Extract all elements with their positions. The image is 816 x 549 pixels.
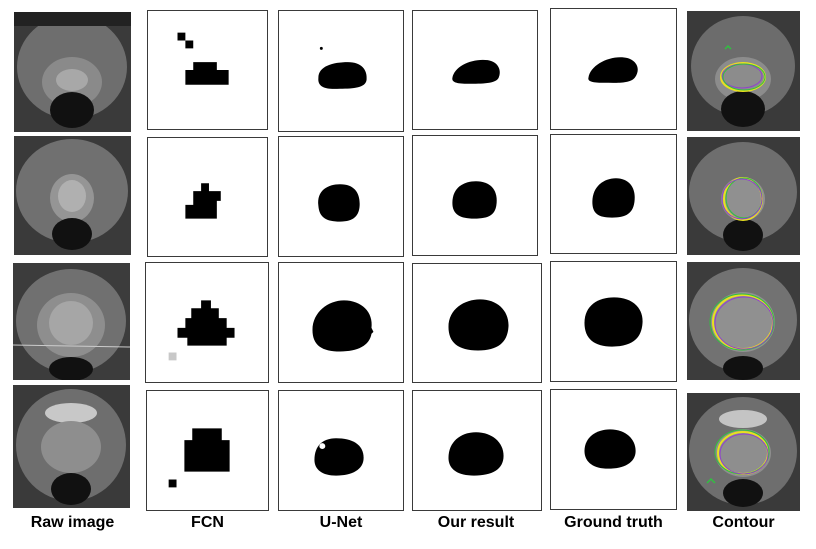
mri-slice xyxy=(13,385,130,508)
raw-image-row1 xyxy=(14,12,131,132)
unet-mask-row3 xyxy=(278,262,404,383)
ground-truth-mask-row2 xyxy=(550,134,677,254)
mri-slice xyxy=(14,12,131,132)
our-result-mask-row1 xyxy=(412,10,538,130)
mri-slice xyxy=(13,263,130,380)
segmentation-mask xyxy=(584,297,643,347)
raw-image-row3 xyxy=(13,263,130,380)
column-label-our-result: Our result xyxy=(437,514,515,531)
segmentation-mask xyxy=(168,428,230,488)
our-result-mask-row2 xyxy=(412,135,538,256)
segmentation-mask xyxy=(448,432,504,476)
contour-image-row4 xyxy=(687,393,800,511)
unet-mask-row1 xyxy=(278,10,404,132)
mri-contour-overlay xyxy=(687,11,800,131)
fcn-mask-row1 xyxy=(147,10,268,130)
segmentation-mask xyxy=(592,178,635,218)
column-label-raw-image: Raw image xyxy=(30,514,115,531)
column-label-unet: U-Net xyxy=(319,514,363,531)
unet-mask-row2 xyxy=(278,136,404,257)
segmentation-mask xyxy=(584,429,636,469)
segmentation-mask xyxy=(318,184,360,222)
segmentation-mask xyxy=(452,181,497,219)
contour-image-row2 xyxy=(687,137,800,255)
fcn-mask-row4 xyxy=(146,390,269,511)
segmentation-mask xyxy=(588,57,638,83)
mri-contour-overlay xyxy=(687,393,800,511)
raw-image-row4 xyxy=(13,385,130,508)
ground-truth-mask-row3 xyxy=(550,261,677,382)
fcn-mask-row3 xyxy=(145,262,269,383)
segmentation-mask xyxy=(448,299,509,351)
contour-image-row3 xyxy=(687,262,800,380)
segmentation-mask xyxy=(177,32,229,85)
segmentation-mask xyxy=(452,59,500,84)
our-result-mask-row3 xyxy=(412,263,542,383)
segmentation-mask xyxy=(185,183,221,219)
column-label-ground-truth: Ground truth xyxy=(564,514,663,531)
segmentation-mask xyxy=(312,300,374,352)
mri-contour-overlay xyxy=(687,262,800,380)
raw-image-row2 xyxy=(14,136,131,255)
mri-slice xyxy=(14,136,131,255)
contour-image-row1 xyxy=(687,11,800,131)
mri-contour-overlay xyxy=(687,137,800,255)
column-label-contour: Contour xyxy=(712,514,775,531)
our-result-mask-row4 xyxy=(412,390,542,511)
fcn-mask-row2 xyxy=(147,137,268,257)
segmentation-mask xyxy=(168,300,235,361)
ground-truth-mask-row1 xyxy=(550,8,677,130)
unet-mask-row4 xyxy=(278,390,404,511)
ground-truth-mask-row4 xyxy=(550,389,677,510)
segmentation-mask xyxy=(318,46,367,89)
column-label-fcn: FCN xyxy=(191,514,224,531)
segmentation-mask xyxy=(314,438,364,476)
